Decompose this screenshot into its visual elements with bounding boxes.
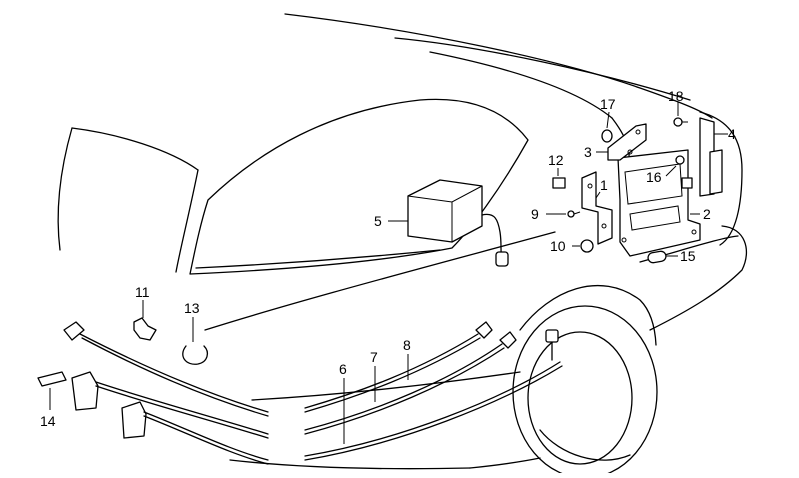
callout-11: 11 (135, 284, 150, 300)
part-1-bracket (581, 171, 613, 245)
callout-1: 1 (600, 177, 608, 193)
part-14-strap (37, 371, 67, 410)
part-10-nut (572, 239, 594, 253)
callout-13: 13 (184, 300, 200, 316)
part-15-bushing (647, 250, 678, 264)
callout-15: 15 (680, 248, 696, 264)
callout-6: 6 (339, 361, 347, 377)
part-3-upper-bracket (596, 123, 647, 161)
callout-9: 9 (531, 206, 539, 222)
part-9-screw (546, 210, 581, 218)
part-13-clamp (182, 317, 209, 365)
callout-18: 18 (668, 88, 684, 104)
part-18-screw (673, 102, 688, 127)
callout-14: 14 (40, 413, 56, 429)
callout-12: 12 (548, 152, 564, 168)
callout-labels: 1 2 3 4 5 6 7 8 9 10 11 12 13 14 15 16 1… (40, 88, 736, 429)
callout-2: 2 (703, 206, 711, 222)
car-body-outline (57, 13, 748, 478)
part-16-nut (665, 155, 693, 189)
callout-5: 5 (374, 213, 382, 229)
part-17-grommet (601, 111, 613, 143)
callout-4: 4 (728, 126, 736, 142)
part-4-side-bracket (699, 117, 728, 197)
callout-3: 3 (584, 144, 592, 160)
part-11-holder (133, 300, 157, 341)
callout-10: 10 (550, 238, 566, 254)
callout-16: 16 (646, 169, 662, 185)
cable-harness (63, 321, 563, 465)
part-12-clip (552, 168, 566, 189)
callout-8: 8 (403, 337, 411, 353)
callout-17: 17 (600, 96, 616, 112)
part-5-control-box (388, 179, 509, 267)
part-2-mounting-plate (617, 149, 701, 257)
callout-7: 7 (370, 349, 378, 365)
